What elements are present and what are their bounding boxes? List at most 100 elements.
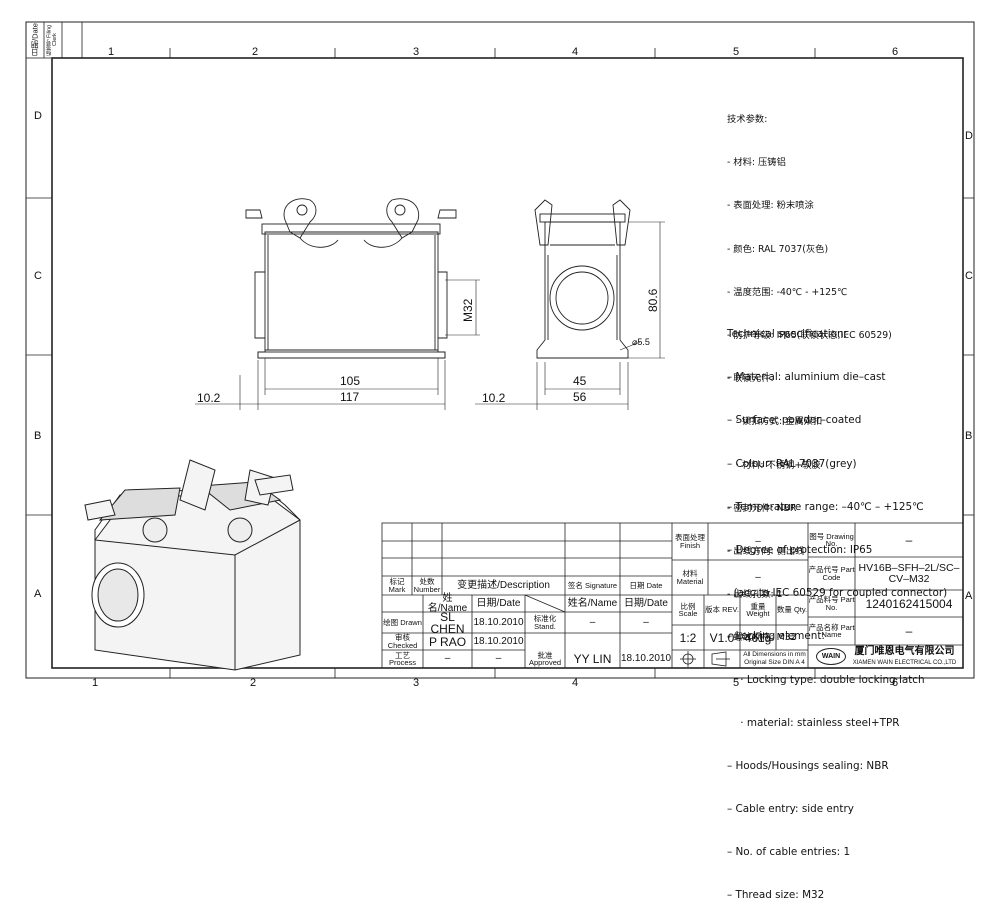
- spec-cn-line: - 颜色: RAL 7037(灰色): [727, 243, 829, 255]
- tb-rev-label: 版本 REV.: [705, 605, 739, 615]
- zone-top-2: 2: [252, 46, 259, 58]
- dim-m32: M32: [461, 298, 475, 322]
- isometric-view: [84, 459, 301, 671]
- spec-en-line: · material: stainless steel+TPR: [727, 716, 900, 729]
- spec-en-line: – Degree of protection: IP65: [727, 543, 873, 556]
- dim-56: 56: [573, 390, 587, 404]
- tb-part-code-label: 产品代号 Part Code: [808, 565, 855, 582]
- tb-approved-name: YY LIN: [573, 652, 612, 666]
- spec-cn-line: - 联锁元件:: [727, 373, 774, 385]
- date-tab-label: 日期/Date: [30, 23, 40, 57]
- spec-en-line: – Material: aluminium die–cast: [727, 371, 886, 384]
- tb-description: 变更描述/Description: [457, 579, 550, 591]
- spec-en-line: – No. of cable entries: 1: [727, 846, 851, 859]
- zone-side-c: C: [34, 270, 42, 282]
- spec-en-line: · Locking type: double locking latch: [727, 673, 925, 686]
- zone-side-b: B: [34, 430, 42, 442]
- side-view: [534, 199, 631, 359]
- spec-cn-line: - 表面处理: 粉末喷涂: [727, 200, 814, 212]
- spec-cn-line: · 锁扣方式: 金属双扣: [727, 416, 823, 428]
- zone-top-6: 6: [892, 46, 899, 58]
- tb-name-header: 姓名/Name: [427, 592, 468, 614]
- dim-hole: ⌀5.5: [632, 337, 650, 347]
- tb-number: 处数 Number: [413, 577, 441, 594]
- tb-part-name-label: 产品名称 Part Name: [808, 622, 855, 639]
- spec-en-line: – Cable entry: side entry: [727, 803, 854, 816]
- spec-cn-line: - 材料: 压铸铝: [727, 157, 786, 169]
- tb-part-code: HV16B–SFH–2L/SC–CV–M32: [858, 562, 960, 585]
- company-name-en: XIAMEN WAIN ELECTRICAL CO.,LTD: [852, 659, 957, 666]
- spec-en-line: Technical specification:: [727, 328, 848, 340]
- zone-top-4: 4: [572, 46, 579, 58]
- tb-part-no: 1240162415004: [865, 596, 953, 611]
- tb-process-label: 工艺 Process: [388, 650, 417, 667]
- dim-117: 117: [340, 390, 360, 404]
- dim-45: 45: [573, 374, 587, 388]
- tb-material-label: 材料 Material: [676, 569, 704, 586]
- dim-80-6: 80.6: [646, 288, 660, 312]
- dim-side-offset: 10.2: [482, 391, 506, 405]
- tb-checked-name: P RAO: [428, 634, 467, 649]
- spec-en-line: – Surface: powder–coated: [727, 414, 862, 427]
- spec-cn: 技术参数: - 材料: 压铸铝 - 表面处理: 粉末喷涂 - 颜色: RAL 7…: [727, 84, 892, 660]
- zone-bottom-1: 1: [92, 677, 99, 689]
- spec-cn-line: - 防护等级: IP65(联锁状态,IEC 60529): [727, 329, 892, 341]
- tb-process-date: –: [495, 653, 502, 664]
- zone-side-c-right: C: [965, 270, 973, 282]
- tb-mark: 标记 Mark: [388, 577, 406, 594]
- tb-material-value: –: [755, 571, 761, 583]
- zone-side-a-right: A: [965, 590, 973, 602]
- tb-rev-value: V1.0: [709, 630, 735, 645]
- spec-cn-line: - 出线孔数: 1: [727, 589, 783, 601]
- tb-drawing-no: –: [905, 533, 913, 547]
- dim-left-offset: 10.2: [197, 391, 221, 405]
- spec-en-line: – Locking element:: [727, 630, 825, 643]
- filing-tab-label: 标签号 Filing Clerk: [46, 24, 59, 56]
- tb-scale-label: 比例 Scale: [678, 601, 698, 618]
- tb-dims-note-2: Original Size DIN A 4: [744, 658, 805, 666]
- front-view: [245, 198, 457, 359]
- tb-checked-label: 审核 Checked: [387, 633, 418, 650]
- tb-scale-value: 1:2: [679, 630, 697, 645]
- tb-stand-name: –: [589, 616, 596, 628]
- tb-approved-date: 18.10.2010: [620, 653, 672, 664]
- tb-weight-label: 重量 Weight: [746, 601, 770, 618]
- spec-en-line: – Thread size: M32: [727, 889, 825, 902]
- zone-side-d-right: D: [965, 130, 973, 142]
- tb-drawn-label: 绘图 Drawn: [383, 617, 422, 627]
- tb-stand-label: 标准化 Stand.: [533, 614, 557, 631]
- tb-drawing-no-label: 图号 Drawing No.: [809, 531, 854, 548]
- zone-side-b-right: B: [965, 430, 973, 442]
- zone-top-3: 3: [413, 46, 420, 58]
- spec-en-line: – Hoods/Housings sealing: NBR: [727, 759, 889, 772]
- drawing-frame: [25, 21, 975, 679]
- spec-cn-line: - 螺纹规格: M32: [727, 632, 797, 644]
- tb-date: 日期 Date: [629, 580, 663, 590]
- zone-top-5: 5: [733, 46, 740, 58]
- zone-top-1: 1: [108, 46, 115, 58]
- company-name-cn: 厦门唯恩电气有限公司: [854, 646, 955, 657]
- tb-date-header-2: 日期/Date: [624, 597, 668, 609]
- tb-date-header: 日期/Date: [476, 597, 521, 609]
- wain-logo: WAIN: [816, 648, 846, 665]
- title-block-grid: [381, 522, 964, 669]
- zone-bottom-3: 3: [413, 677, 420, 689]
- zone-bottom-6: 6: [892, 677, 899, 689]
- tb-dims-note-1: All Dimensions in mm: [743, 650, 806, 658]
- tb-process-name: –: [444, 653, 451, 664]
- tb-finish-value: –: [755, 535, 761, 547]
- spec-cn-line: - 出线方向: 侧出线: [727, 545, 805, 557]
- zone-bottom-2: 2: [250, 677, 257, 689]
- tb-checked-date: 18.10.2010: [473, 635, 524, 647]
- tb-part-name: –: [905, 624, 913, 638]
- spec-en-line: (acc.to IEC 60529 for coupled connector): [727, 587, 948, 600]
- spec-en-line: – Colour: RAL 7037(grey): [727, 457, 857, 470]
- tb-weight-value: 461g: [744, 630, 772, 645]
- zone-side-a: A: [34, 588, 42, 600]
- tb-signature: 签名 Signature: [567, 580, 618, 590]
- tb-qty-label: 数量 Qty.: [776, 605, 808, 615]
- dim-105: 105: [340, 374, 361, 388]
- zone-bottom-5: 5: [733, 677, 740, 689]
- spec-en-line: – Temperature range: –40℃ – +125℃: [727, 500, 924, 513]
- spec-cn-line: - 温度范围: -40℃ - +125℃: [727, 286, 848, 298]
